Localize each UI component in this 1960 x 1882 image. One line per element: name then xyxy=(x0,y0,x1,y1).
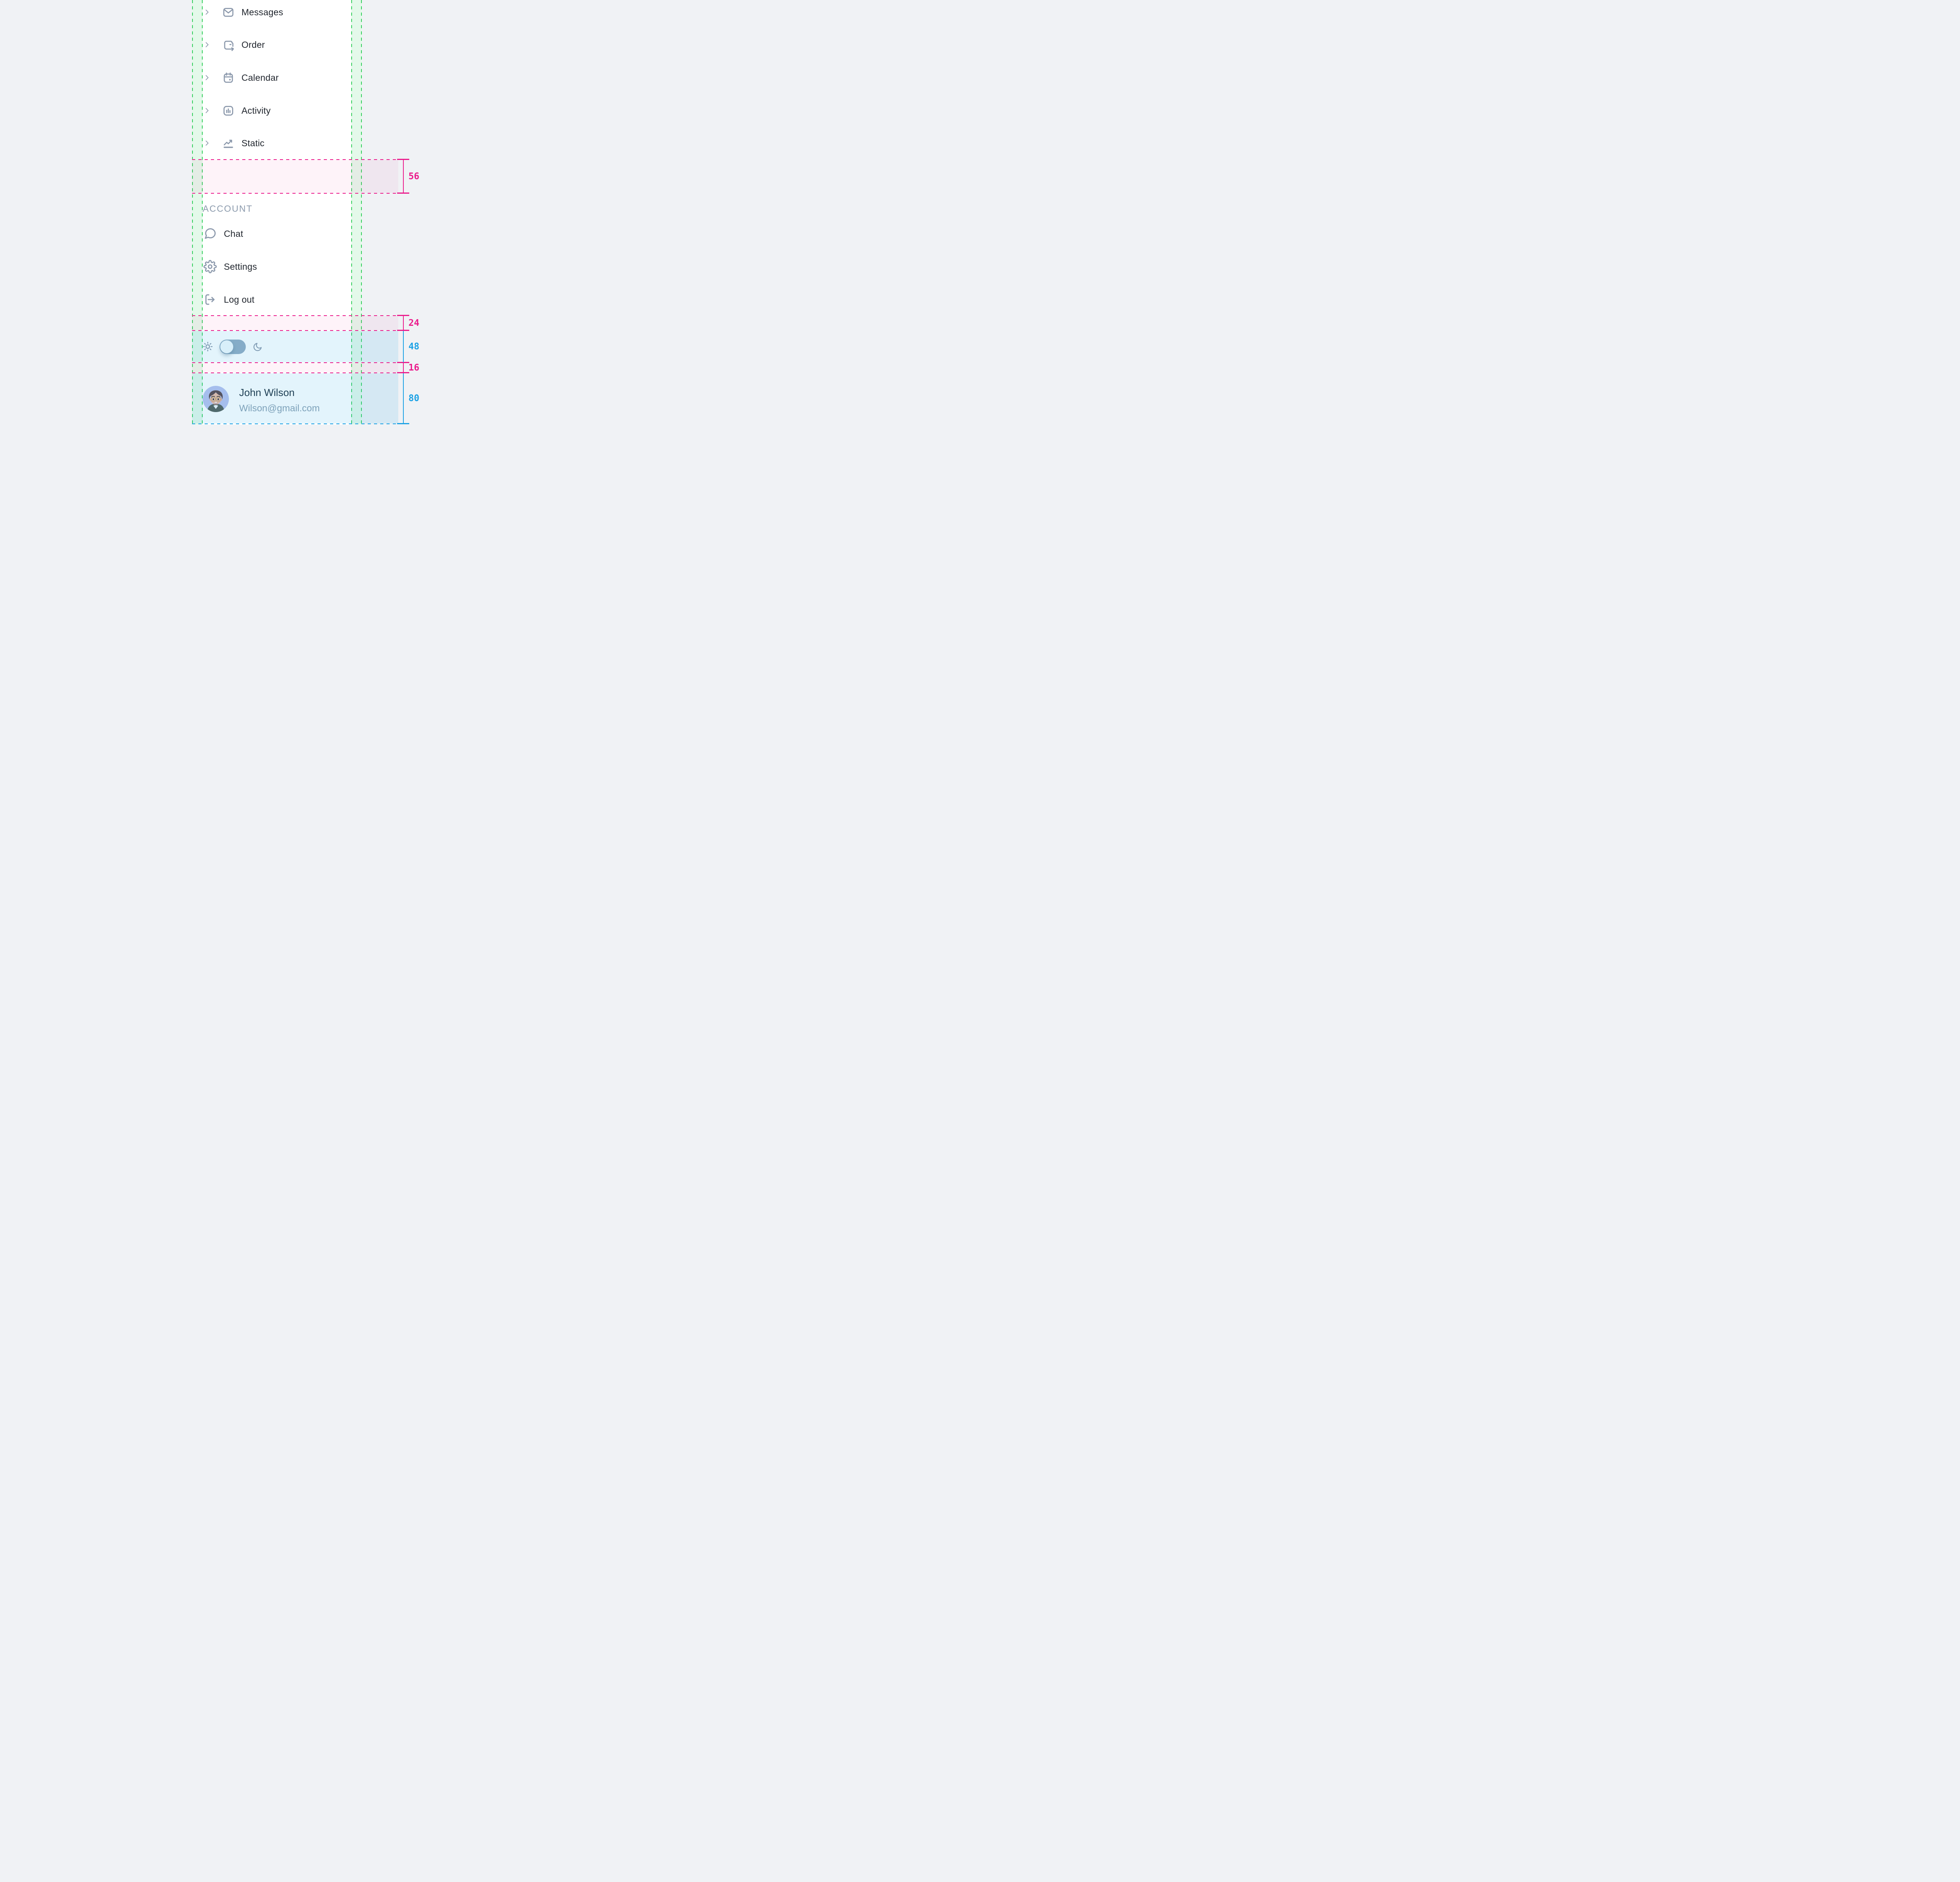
sidebar-item-label: Settings xyxy=(224,261,257,272)
sidebar-item-label: Chat xyxy=(224,228,243,239)
redline-dash xyxy=(192,193,409,194)
activity-icon xyxy=(223,105,233,116)
user-email: Wilson@gmail.com xyxy=(239,403,320,414)
chat-icon xyxy=(205,228,216,239)
redline-dash xyxy=(192,372,409,373)
measurement-label-80: 80 xyxy=(408,393,419,403)
gear-icon xyxy=(203,260,217,273)
redline-spec-canvas: Messages Order Calendar Activity xyxy=(0,0,627,470)
redline-dash xyxy=(192,315,409,316)
order-icon xyxy=(224,40,234,51)
guide-dash-line xyxy=(192,0,193,425)
chevron-right-icon[interactable] xyxy=(204,107,210,114)
logout-icon xyxy=(205,294,215,305)
measurement-label-24: 24 xyxy=(408,318,419,328)
redline-dash-blue xyxy=(192,423,398,424)
sidebar-panel xyxy=(192,0,362,425)
ruler-line-24 xyxy=(403,315,404,331)
nav-item-label: Order xyxy=(241,39,265,50)
ruler-line-80 xyxy=(403,373,404,424)
sidebar-item-label: Log out xyxy=(224,294,255,305)
nav-item-calendar[interactable]: Calendar xyxy=(192,61,362,94)
nav-item-activity[interactable]: Activity xyxy=(192,94,362,127)
account-section-label: ACCOUNT xyxy=(203,203,253,214)
calendar-icon xyxy=(223,72,233,83)
nav-item-order[interactable]: Order xyxy=(192,28,362,61)
nav-item-label: Messages xyxy=(241,7,283,17)
measurement-label-48: 48 xyxy=(408,342,419,352)
avatar-illustration xyxy=(203,386,229,412)
guide-dash-line xyxy=(202,0,203,425)
guide-dash-line xyxy=(351,0,352,425)
sidebar-item-settings[interactable]: Settings xyxy=(192,250,362,283)
sun-icon xyxy=(203,342,213,352)
chevron-right-icon[interactable] xyxy=(204,42,210,48)
moon-icon xyxy=(253,343,262,351)
measurement-label-56: 56 xyxy=(408,171,419,182)
mail-icon xyxy=(223,7,234,17)
ruler-line-48 xyxy=(403,331,404,363)
ruler-line-56 xyxy=(403,159,404,194)
chevron-right-icon[interactable] xyxy=(204,9,210,15)
sidebar-item-logout[interactable]: Log out xyxy=(192,283,362,316)
toggle-knob[interactable] xyxy=(220,340,233,353)
nav-item-label: Calendar xyxy=(241,72,279,83)
trend-icon xyxy=(223,139,233,148)
chevron-right-icon[interactable] xyxy=(204,140,210,146)
left-padding-guide xyxy=(192,0,203,425)
right-padding-guide xyxy=(351,0,362,425)
redline-dash xyxy=(192,159,409,160)
redline-dash xyxy=(192,362,409,363)
ruler-line-16 xyxy=(403,362,404,373)
theme-toggle-switch[interactable] xyxy=(220,340,246,354)
avatar[interactable] xyxy=(203,386,229,412)
guide-dash-line xyxy=(361,0,362,425)
nav-item-label: Activity xyxy=(241,105,271,116)
nav-item-static[interactable]: Static xyxy=(192,127,362,160)
measurement-label-16: 16 xyxy=(408,363,419,373)
redline-dash xyxy=(192,330,409,331)
sidebar-item-chat[interactable]: Chat xyxy=(192,217,362,250)
chevron-right-icon[interactable] xyxy=(204,74,210,81)
theme-toggle-row xyxy=(192,331,362,362)
nav-item-messages[interactable]: Messages xyxy=(192,0,362,29)
user-name: John Wilson xyxy=(239,387,295,398)
nav-item-label: Static xyxy=(241,138,265,148)
